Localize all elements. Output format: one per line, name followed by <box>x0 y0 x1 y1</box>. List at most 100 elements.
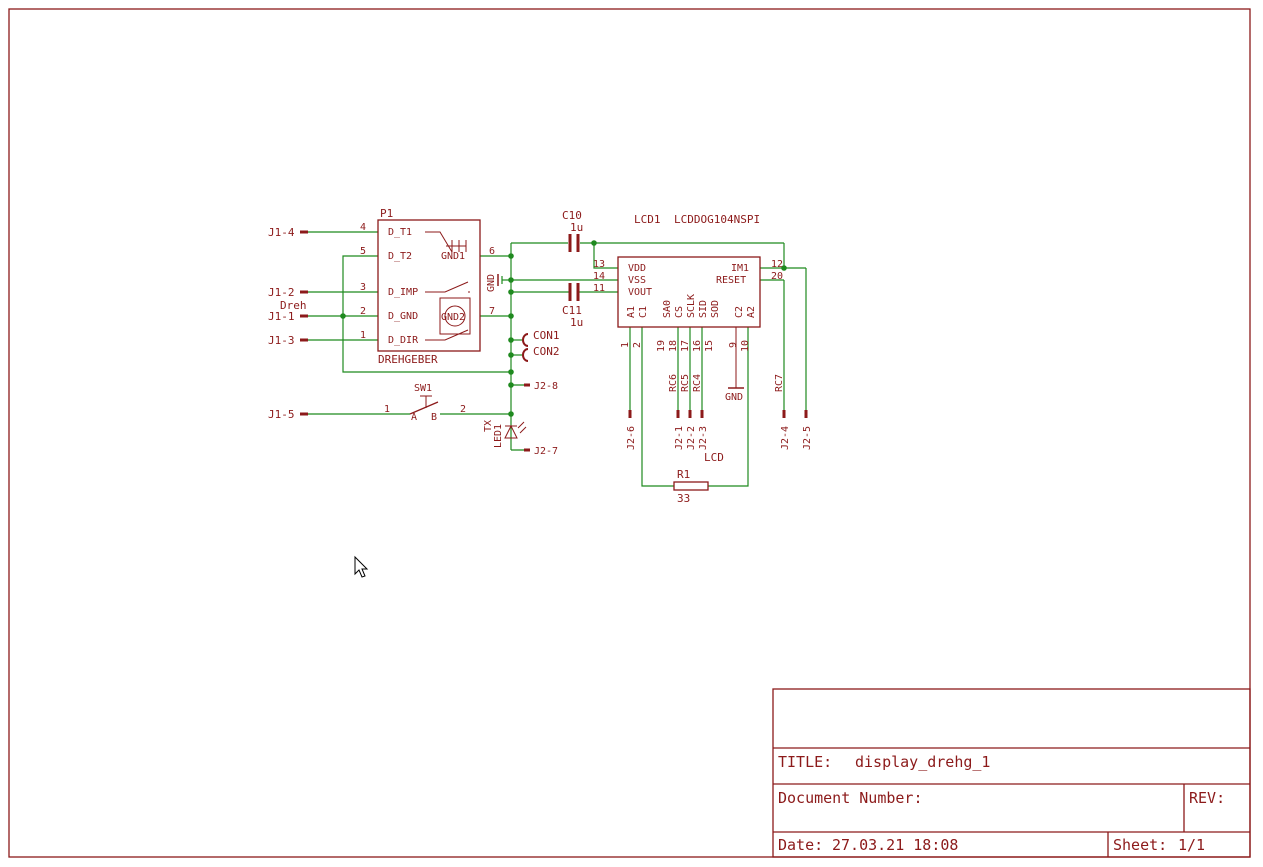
p1-pinnum-1: 1 <box>360 330 366 341</box>
drawing-frame <box>8 8 1251 858</box>
r1-value: 33 <box>677 492 690 505</box>
sw1-pin2: 2 <box>460 404 466 415</box>
left-connectors: J1-4 J1-2 J1-1 J1-3 J1-5 Dreh <box>268 226 308 421</box>
p1-gnd2-label: GND2 <box>441 312 465 323</box>
r1-name: R1 <box>677 468 690 481</box>
connector-j1-4: J1-4 <box>268 226 295 239</box>
lcd1-pin-sod: SOD <box>710 300 721 318</box>
sw1-pin1: 1 <box>384 404 390 415</box>
lcd1-pin-vdd: VDD <box>628 263 646 274</box>
connector-j2-3: J2-3 <box>698 426 709 450</box>
c11-value: 1u <box>570 316 583 329</box>
junctions <box>340 240 787 417</box>
p1-pin-d-imp: D_IMP <box>388 287 418 298</box>
lcd1-value: LCDDOG104NSPI <box>674 213 760 226</box>
p1-pinnum-7: 7 <box>489 306 495 317</box>
led1-value: TX <box>483 420 494 432</box>
lcd1-pin-sid: SID <box>698 300 709 318</box>
lcd1-pinnum-17: 17 <box>680 340 691 352</box>
lcd-group-label: LCD <box>704 451 724 464</box>
sheet-label: Sheet: <box>1113 836 1167 854</box>
title-block: TITLE: display_drehg_1 Document Number: … <box>772 688 1251 858</box>
part-c11: C11 1u <box>562 283 583 329</box>
lcd1-pinnum-19: 19 <box>656 340 667 352</box>
connector-j2-1: J2-1 <box>674 426 685 450</box>
date-label: Date: <box>778 836 823 854</box>
lcd1-pinnum-16: 16 <box>692 340 703 352</box>
lcd1-pin-vss: VSS <box>628 275 646 286</box>
lcd1-pin-c1: C1 <box>638 306 649 318</box>
gnd-label-lcd: GND <box>725 392 743 403</box>
net-label-rc4: RC4 <box>692 374 703 392</box>
p1-value: DREHGEBER <box>378 353 438 366</box>
p1-pinnum-5: 5 <box>360 246 366 257</box>
net-label-rc7: RC7 <box>774 374 785 392</box>
sw1-b: B <box>431 412 437 423</box>
net-label-rc5: RC5 <box>680 374 691 392</box>
title-label: TITLE: <box>778 753 832 771</box>
p1-gnd1-label: GND1 <box>441 251 465 262</box>
gnd-label-vss: GND <box>486 274 497 292</box>
net-labels: RC6 RC5 RC4 RC7 <box>668 374 785 392</box>
lcd1-pin-a2: A2 <box>746 306 757 318</box>
lcd1-pin-c2: C2 <box>734 306 745 318</box>
net-label-dreh: Dreh <box>280 299 307 312</box>
connector-j1-3: J1-3 <box>268 334 295 347</box>
p1-pin-d-t1: D_T1 <box>388 227 412 238</box>
lcd1-pin-reset: RESET <box>716 275 746 286</box>
p1-pinnum-6: 6 <box>489 246 495 257</box>
connector-j2-7: J2-7 <box>534 446 558 457</box>
lcd1-pinnum-2: 2 <box>632 342 643 348</box>
lcd1-pinnum-1: 1 <box>620 342 631 348</box>
p1-pin-d-dir: D_DIR <box>388 335 419 346</box>
rev-label: REV: <box>1189 789 1225 807</box>
lcd1-pinnum-20: 20 <box>771 271 783 282</box>
title-value: display_drehg_1 <box>855 753 990 771</box>
wires <box>306 231 807 487</box>
lcd1-pin-sclk: SCLK <box>686 294 697 318</box>
p1-pinnum-2: 2 <box>360 306 366 317</box>
connector-j1-1: J1-1 <box>268 310 295 323</box>
part-c10: C10 1u <box>562 209 583 252</box>
lcd1-pinnum-14: 14 <box>593 271 605 282</box>
gnd-symbol-vss: GND <box>486 274 499 292</box>
part-sw1: SW1 1 2 A B <box>384 383 466 423</box>
right-j2-connectors: J2-8 J2-7 <box>524 381 558 457</box>
connector-j2-4: J2-4 <box>780 426 791 450</box>
lcd1-pin-vout: VOUT <box>628 287 652 298</box>
lcd1-pinnum-13: 13 <box>593 259 605 270</box>
led1-name: LED1 <box>493 424 504 448</box>
con2-label: CON2 <box>533 345 560 358</box>
lcd1-pinnum-9: 9 <box>728 342 739 348</box>
lcd1-pin-im1: IM1 <box>731 263 749 274</box>
connector-j2-5: J2-5 <box>802 426 813 450</box>
bottom-connectors: J2-6 J2-1 J2-2 J2-3 J2-4 J2-5 <box>626 410 813 450</box>
connector-j2-2: J2-2 <box>686 426 697 450</box>
mouse-cursor-icon <box>354 555 369 578</box>
lcd1-pin-sa0: SA0 <box>662 300 673 318</box>
sw1-name: SW1 <box>414 383 432 394</box>
connector-j2-8: J2-8 <box>534 381 558 392</box>
connector-j1-2: J1-2 <box>268 286 295 299</box>
c10-value: 1u <box>570 221 583 234</box>
part-r1: R1 33 <box>673 468 709 505</box>
lcd1-pinnum-15: 15 <box>704 340 715 352</box>
p1-pinnum-4: 4 <box>360 222 366 233</box>
part-led1: TX LED1 <box>483 420 527 448</box>
connector-j1-5: J1-5 <box>268 408 295 421</box>
p1-pin-d-t2: D_T2 <box>388 251 412 262</box>
c11-name: C11 <box>562 304 582 317</box>
p1-name: P1 <box>380 207 393 220</box>
lcd1-pinnum-10: 10 <box>740 340 751 352</box>
lcd1-pinnum-18: 18 <box>668 340 679 352</box>
part-con: CON1 CON2 <box>522 329 560 362</box>
connector-j2-6: J2-6 <box>626 426 637 450</box>
document-number-label: Document Number: <box>778 789 923 807</box>
date-value: 27.03.21 18:08 <box>832 836 958 854</box>
sw1-a: A <box>411 412 417 423</box>
p1-switch-symbols <box>425 231 471 341</box>
p1-pinnum-3: 3 <box>360 282 366 293</box>
sheet-value: 1/1 <box>1178 836 1205 854</box>
lcd1-pinnum-12: 12 <box>771 259 783 270</box>
